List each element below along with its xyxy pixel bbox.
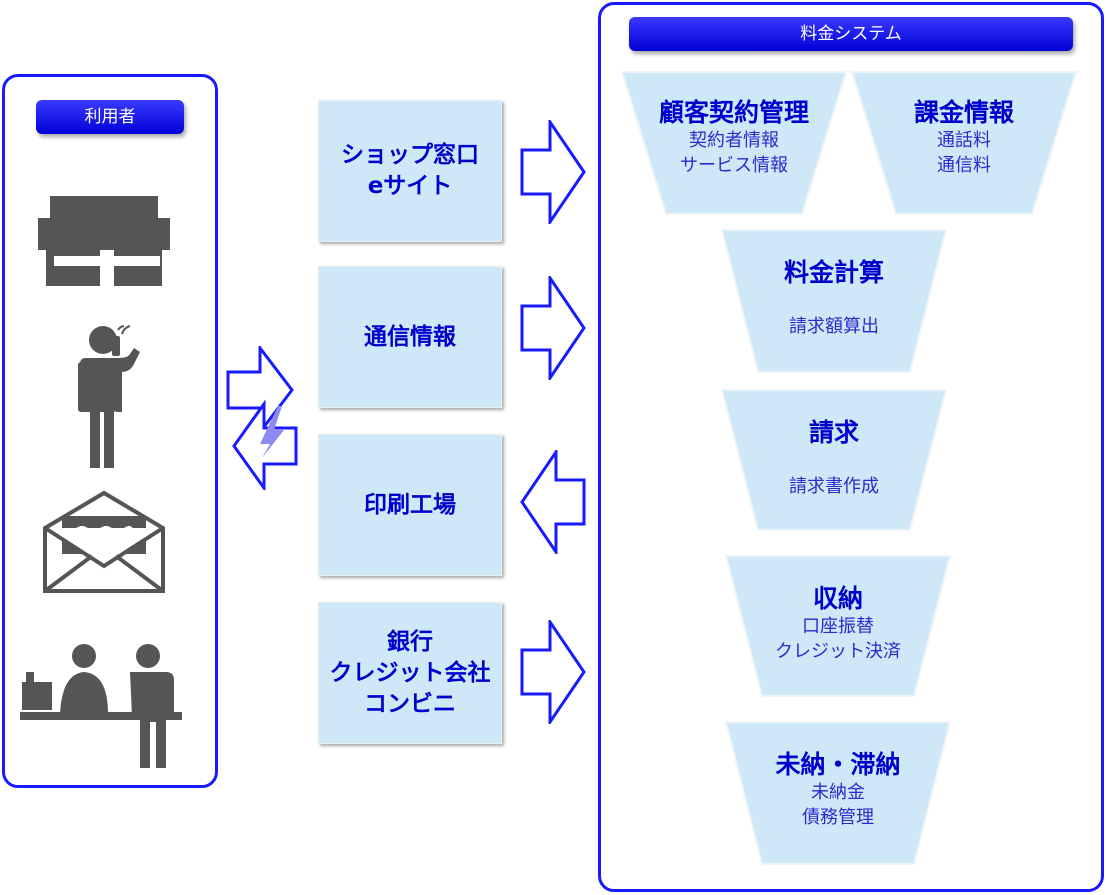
module-item: 契約者情報: [689, 130, 779, 151]
module-item: 請求書作成: [789, 476, 879, 497]
channel-box-payment: 銀行 クレジット会社 コンビニ: [318, 602, 502, 744]
channel-line: 銀行: [387, 628, 433, 655]
module-customer-contract: 顧客契約管理 契約者情報 サービス情報: [620, 70, 848, 216]
phone-user-icon: [76, 322, 140, 470]
billing-system-title: 料金システム: [629, 17, 1073, 51]
module-item: クレジット決済: [775, 641, 901, 662]
module-title: 料金計算: [783, 258, 884, 287]
module-title: 収納: [812, 584, 863, 613]
module-item: 請求額算出: [789, 316, 879, 337]
module-title: 顧客契約管理: [658, 98, 809, 127]
right-arrow-icon: [520, 620, 586, 724]
shop-icon: [38, 196, 170, 288]
module-fee-calculation: 料金計算 請求額算出: [720, 228, 948, 374]
channel-line: eサイト: [367, 173, 453, 199]
module-arrears: 未納・滞納 未納金 債務管理: [724, 720, 952, 866]
mail-icon: [42, 490, 166, 594]
module-charging-info: 課金情報 通話料 通信料: [850, 70, 1078, 216]
channel-line: コンビニ: [364, 690, 456, 717]
module-item: 通話料: [937, 130, 991, 151]
right-arrow-icon: [520, 120, 586, 224]
channel-box-shop: ショップ窓口 eサイト: [318, 100, 502, 242]
module-item: 未納金: [811, 782, 865, 803]
channel-line: ショップ窓口: [341, 142, 479, 168]
channel-box-communication: 通信情報: [318, 266, 502, 408]
module-collection: 収納 口座振替 クレジット決済: [724, 554, 952, 698]
module-title: 課金情報: [913, 98, 1014, 127]
module-item: サービス情報: [680, 155, 788, 176]
right-arrow-icon: [520, 276, 586, 380]
module-item: 口座振替: [802, 616, 874, 637]
module-billing: 請求 請求書作成: [720, 388, 948, 532]
user-panel-title: 利用者: [36, 100, 184, 134]
counter-icon: [20, 640, 184, 770]
bidirectional-arrow-icon: [226, 346, 300, 490]
channel-line: クレジット会社: [329, 659, 491, 686]
module-item: 通信料: [937, 155, 991, 176]
module-title: 請求: [808, 418, 859, 447]
module-item: 債務管理: [802, 807, 874, 828]
channel-line: 印刷工場: [364, 491, 456, 518]
channel-box-printing: 印刷工場: [318, 434, 502, 576]
channel-line: 通信情報: [364, 323, 456, 350]
module-title: 未納・滞納: [775, 750, 901, 779]
left-arrow-icon: [520, 450, 586, 554]
